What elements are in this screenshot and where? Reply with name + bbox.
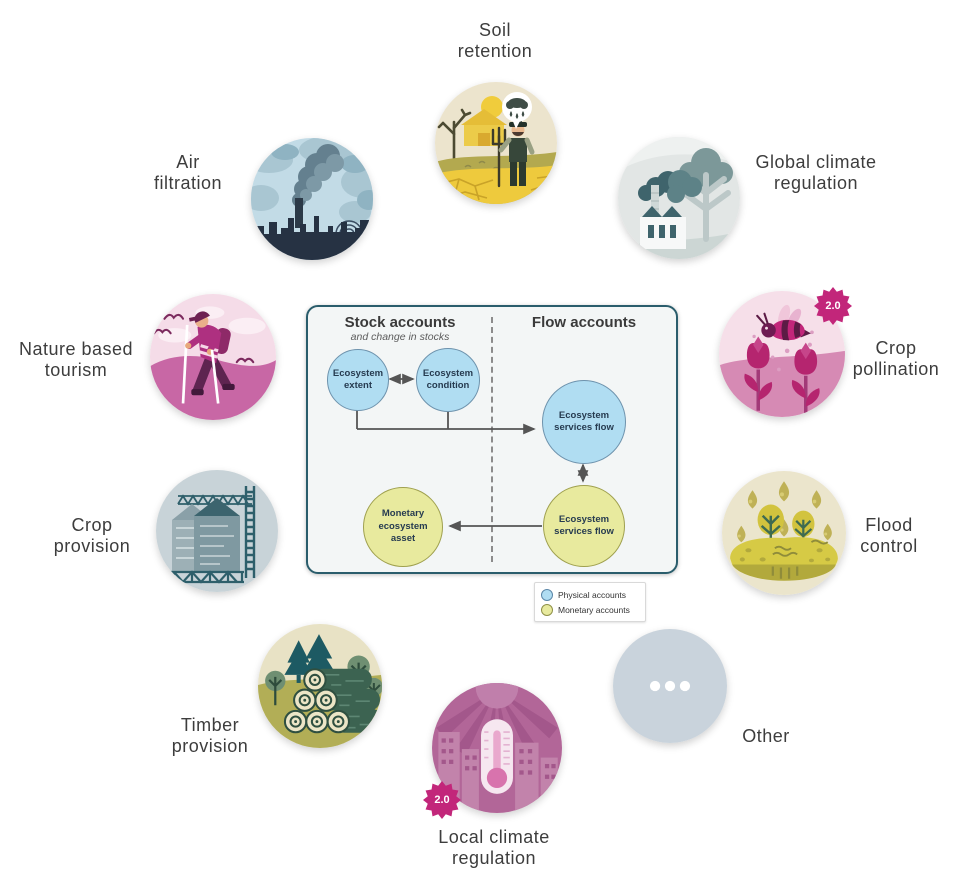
stock-flow-divider: [491, 317, 493, 562]
label-nature-based-tourism: Nature based tourism: [18, 339, 134, 380]
item-circle-air-filtration: [251, 138, 373, 260]
bee-flowers-icon: [719, 291, 845, 417]
starburst-badge-icon: [423, 781, 461, 819]
node-ecosystem-services-flow-physical: Ecosystem services flow: [542, 380, 626, 464]
label-global-climate-regulation: Global climate regulation: [755, 152, 877, 193]
label-crop-provision: Crop provision: [53, 515, 131, 556]
badge-crop-pollination: 2.0: [814, 287, 852, 325]
label-crop-pollination: Crop pollination: [852, 338, 940, 379]
item-circle-timber-provision: [258, 624, 382, 748]
starburst-badge-icon: [814, 287, 852, 325]
item-circle-crop-pollination: [719, 291, 845, 417]
badge-text: 2.0: [825, 300, 841, 312]
flow-accounts-header: Flow accounts: [531, 314, 637, 331]
item-circle-flood-control: [722, 471, 846, 595]
node-ecosystem-services-flow-monetary: Ecosystem services flow: [543, 485, 625, 567]
label-flood-control: Flood control: [860, 515, 918, 556]
rain-absorbing-land-icon: [722, 471, 846, 595]
stock-accounts-header: Stock accounts: [344, 314, 456, 331]
accounts-diagram-panel: Stock accounts and change in stocks Flow…: [306, 305, 678, 574]
city-smog-icon: [251, 138, 373, 260]
farmer-drought-icon: [435, 82, 557, 204]
label-soil-retention: Soil retention: [457, 20, 533, 61]
log-pile-icon: [258, 624, 382, 748]
node-ecosystem-condition: Ecosystem condition: [416, 348, 480, 412]
legend-monetary-label: Monetary accounts: [558, 604, 630, 615]
badge-text: 2.0: [434, 794, 450, 806]
legend-physical-accounts: Physical accounts: [541, 587, 639, 602]
physical-accounts-dot-icon: [541, 588, 553, 601]
label-local-climate-regulation: Local climate regulation: [438, 827, 550, 868]
grain-silos-icon: [156, 470, 278, 592]
factory-trees-icon: [618, 137, 740, 259]
label-air-filtration: Air filtration: [153, 152, 223, 193]
item-circle-nature-based-tourism: [150, 294, 276, 420]
item-circle-soil-retention: [435, 82, 557, 204]
node-ecosystem-extent: Ecosystem extent: [327, 349, 389, 411]
label-timber-provision: Timber provision: [171, 715, 249, 756]
node-monetary-ecosystem-asset: Monetary ecosystem asset: [363, 487, 443, 567]
item-circle-other: [613, 629, 727, 743]
accounts-legend: Physical accounts Monetary accounts: [534, 582, 646, 622]
hiker-icon: [150, 294, 276, 420]
ellipsis-icon: [613, 629, 727, 743]
legend-physical-label: Physical accounts: [558, 589, 627, 600]
monetary-accounts-dot-icon: [541, 603, 553, 616]
badge-local-climate-regulation: 2.0: [423, 781, 461, 819]
item-circle-crop-provision: [156, 470, 278, 592]
item-circle-global-climate-regulation: [618, 137, 740, 259]
legend-monetary-accounts: Monetary accounts: [541, 602, 639, 617]
stock-accounts-subheader: and change in stocks: [350, 331, 450, 343]
label-other: Other: [742, 726, 790, 746]
